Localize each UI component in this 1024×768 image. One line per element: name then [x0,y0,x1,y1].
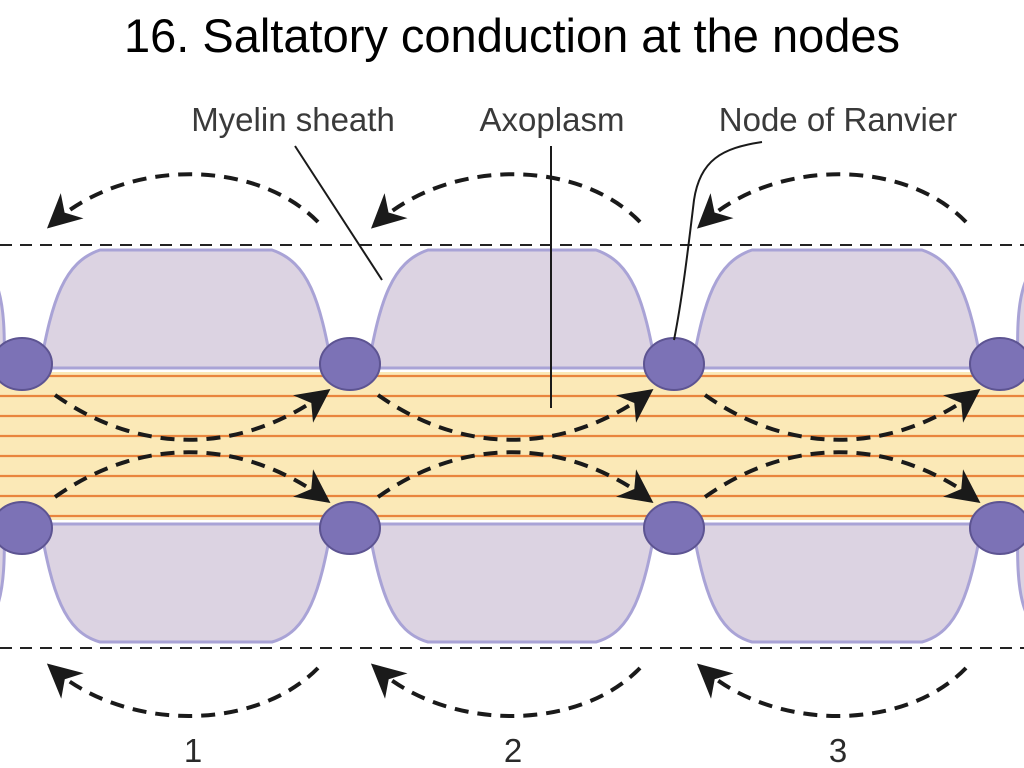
myelin-sheath-segment-top [38,248,334,370]
outer-current-arrow-bottom [46,663,320,718]
outer-current-arrow-top [370,172,642,229]
axoplasm-label: Axoplasm [480,101,625,138]
inner-current-arrow-lower [703,450,981,504]
node-of-ranvier-bottom [969,501,1024,555]
myelin-sheath-segment-top [366,248,658,370]
outer-current-arrow-top [696,172,968,229]
node-of-ranvier-bottom [319,501,381,555]
segment-number-3: 3 [829,732,847,768]
outer-current-arrow-bottom [370,663,642,718]
segment-number-2: 2 [504,732,522,768]
myelin-sheath-leader-line [294,145,383,281]
node-of-ranvier-bottom [0,501,53,555]
inner-current-arrow-upper [376,388,654,442]
node-of-ranvier-bottom [643,501,705,555]
myelin-sheath-label: Myelin sheath [191,101,395,138]
inner-current-arrow-upper [53,388,331,442]
myelin-sheath-segment-top [690,248,984,370]
myelin-sheath-segment-bottom [690,522,984,644]
nodes-of-ranvier [0,337,1024,555]
outer-current-arrow-bottom [696,663,968,718]
outer-current-arrows [46,172,968,718]
axoplasm [0,372,1024,520]
myelin-sheath-segment-bottom [366,522,658,644]
myelin-sheaths [0,248,1024,644]
outer-current-arrow-top [46,172,320,229]
node-of-ranvier-top [0,337,53,391]
axoplasm-band [0,372,1024,520]
segment-number-1: 1 [184,732,202,768]
node-of-ranvier-label: Node of Ranvier [719,101,957,138]
inner-current-arrows [53,388,981,504]
node-of-ranvier-top [319,337,381,391]
node-of-ranvier-top [969,337,1024,391]
slide-title: 16. Saltatory conduction at the nodes [123,9,901,62]
inner-current-arrow-upper [703,388,981,442]
node-of-ranvier-leader-line [673,141,763,341]
myelin-sheath-segment-bottom [38,522,334,644]
inner-current-arrow-lower [53,450,331,504]
node-of-ranvier-top [643,337,705,391]
inner-current-arrow-lower [376,450,654,504]
